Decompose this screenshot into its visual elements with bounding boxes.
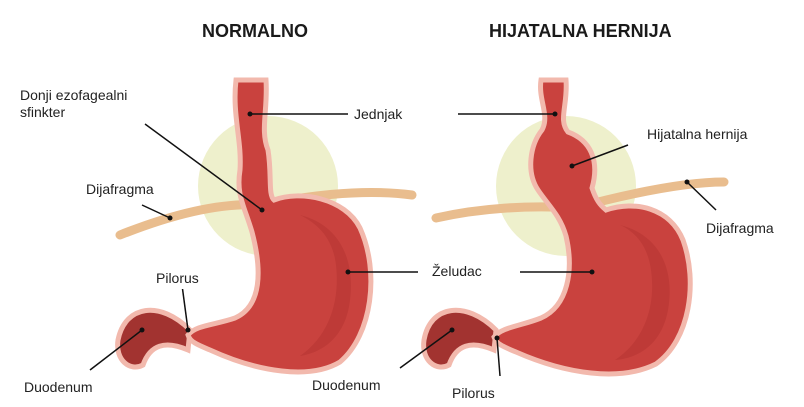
dot-hijatalna-hernija [570,164,575,169]
dot-jednjak-left [248,112,253,117]
label-donji-ezofagealni-sfinkter: Donji ezofagealni sfinkter [14,85,186,123]
dot-zeludac-left [346,270,351,275]
dot-pilorus-left [186,328,191,333]
label-donji-line2: sfinkter [20,104,180,121]
title-hiatal-hernia: HIJATALNA HERNIJA [489,21,672,42]
label-dijafragma-right: Dijafragma [700,218,780,239]
duodenum-right [424,310,496,367]
dot-jednjak-right [553,112,558,117]
label-duodenum-left: Duodenum [18,377,99,398]
title-normal: NORMALNO [202,21,308,42]
duodenum-left [118,310,190,367]
dot-donji-sfinkter [260,208,265,213]
dot-pilorus-right [495,336,500,341]
dot-duodenum-left [140,328,145,333]
label-donji-line1: Donji ezofagealni [20,87,180,104]
label-jednjak: Jednjak [348,104,408,125]
label-hijatalna-hernija: Hijatalna hernija [641,124,753,145]
dot-duodenum-right [450,328,455,333]
label-zeludac: Želudac [426,261,488,282]
dot-dijafragma-left [168,216,173,221]
label-pilorus-left: Pilorus [150,268,205,289]
dot-dijafragma-right [685,180,690,185]
leader-dijafragma-left [142,205,170,218]
label-duodenum-right: Duodenum [306,375,387,396]
dot-zeludac-right [590,270,595,275]
label-pilorus-right: Pilorus [446,383,501,404]
label-dijafragma-left: Dijafragma [80,179,160,200]
